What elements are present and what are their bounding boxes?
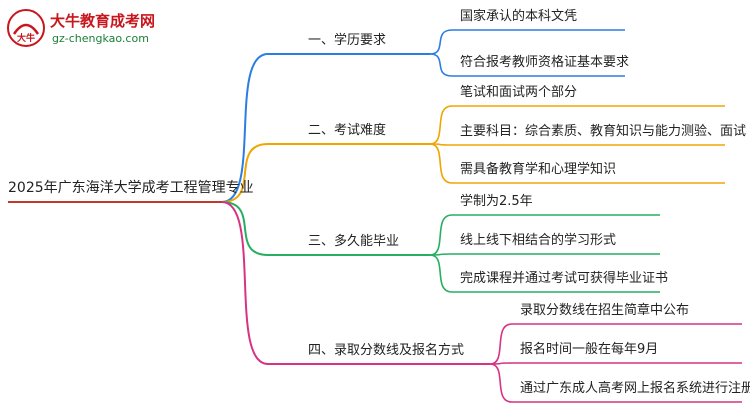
brand-url: gz-chengkao.com	[52, 32, 149, 45]
leaf-label-1-2: 符合报考教师资格证基本要求	[460, 55, 630, 70]
leaf-label-4-1: 录取分数线在招生简章中公布	[520, 303, 690, 318]
root-node-label: 2025年广东海洋大学成考工程管理专业	[8, 180, 254, 196]
leaf-label-2-2: 主要科目：综合素质、教育知识与能力测验、面试	[460, 124, 747, 139]
branch-label-3: 三、多久能毕业	[308, 234, 400, 249]
branch-label-2: 二、考试难度	[308, 123, 387, 138]
leaf-connector-4-1	[489, 323, 513, 365]
leaf-label-3-1: 学制为2.5年	[460, 194, 533, 209]
leaf-label-2-1: 笔试和面试两个部分	[460, 85, 578, 100]
leaf-label-1-1: 国家承认的本科文凭	[460, 9, 578, 24]
leaf-label-4-3: 通过广东成人高考网上报名系统进行注册	[520, 381, 750, 396]
svg-text:大牛: 大牛	[17, 32, 35, 44]
branch-label-4: 四、录取分数线及报名方式	[308, 343, 465, 358]
leaf-connector-1-2	[429, 53, 453, 77]
branch-connector-4	[221, 201, 269, 365]
leaf-connector-4-3	[489, 363, 513, 403]
leaf-connector-2-1	[429, 105, 453, 145]
branch-connector-3	[221, 201, 269, 256]
leaf-connector-3-3	[429, 254, 453, 293]
leaf-label-2-3: 需具备教育学和心理学知识	[460, 162, 617, 177]
brand-mark-icon: 大牛	[7, 9, 45, 47]
branch-label-1: 一、学历要求	[308, 33, 387, 48]
leaf-connector-3-1	[429, 214, 453, 256]
branch-connector-2	[221, 143, 269, 203]
leaf-connector-1-1	[429, 29, 453, 55]
brand-name: 大牛教育成考网	[50, 12, 156, 30]
branch-connector-1	[221, 53, 269, 203]
leaf-label-3-2: 线上线下相结合的学习形式	[460, 233, 617, 248]
leaf-label-4-2: 报名时间一般在每年9月	[520, 342, 659, 357]
leaf-label-3-3: 完成课程并通过考试可获得毕业证书	[460, 271, 669, 286]
brand-logo: 大牛 大牛教育成考网 gz-chengkao.com	[6, 8, 186, 52]
leaf-connector-2-3	[429, 143, 453, 184]
